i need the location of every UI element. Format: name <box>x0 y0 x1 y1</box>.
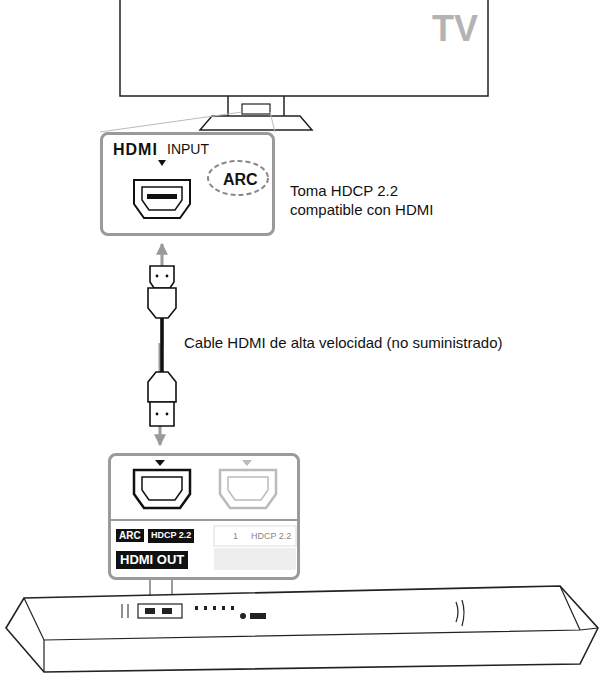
hdmi-port <box>220 470 276 508</box>
soundbar-port <box>145 608 172 614</box>
arc-highlight <box>208 161 268 195</box>
cable-label: Cable HDMI de alta velocidad (no suminis… <box>184 334 502 353</box>
port-marker <box>155 460 165 466</box>
port-marker <box>242 460 252 466</box>
inactive-label-box <box>214 526 296 546</box>
hdmi-port <box>134 180 190 218</box>
panel-divider <box>111 519 297 521</box>
hdcp-tag: HDCP 2.2 <box>148 529 194 543</box>
zoom-line <box>100 112 275 132</box>
hdcp-tag: HDCP 2.2 <box>251 532 291 542</box>
port-marker <box>158 160 166 166</box>
arc-label: ARC <box>223 171 258 189</box>
input-label: INPUT <box>167 142 209 157</box>
hdmi-plug <box>148 372 176 426</box>
jack-callout: Toma HDCP 2.2 compatible con HDMI <box>290 182 465 220</box>
tv-label: TV <box>432 6 478 51</box>
hdmi-port-tongue <box>147 194 177 199</box>
soundbar-ports <box>138 604 182 618</box>
hdmi-out-label: HDMI OUT <box>116 551 188 569</box>
soundbar-detail <box>122 604 128 618</box>
hdmi-plug <box>148 266 176 318</box>
tv-stand <box>200 96 312 130</box>
soundbar <box>6 586 598 672</box>
hdmi-logo: HDMI <box>113 141 158 159</box>
tv-screen <box>120 0 488 96</box>
hdmi-port-inner <box>142 187 182 210</box>
hdmi-input-panel: HDMI INPUT ARC <box>100 132 275 236</box>
tv-port-marker <box>242 104 270 114</box>
arc-tag: ARC <box>116 529 144 542</box>
port-number: 1 <box>233 532 238 542</box>
soundbar-edges <box>24 586 598 672</box>
cable-clip <box>456 600 464 626</box>
hdmi-port-inner <box>142 477 182 500</box>
soundbar-jacks <box>195 606 266 619</box>
hdmi-port <box>134 470 190 508</box>
inactive-label-box <box>214 548 296 570</box>
soundbar-hdmi-panel: ARC HDCP 2.2HDMI OUT 1 HDCP 2.2 <box>108 453 300 580</box>
hdmi-port-inner <box>228 477 268 500</box>
cable <box>160 318 164 372</box>
